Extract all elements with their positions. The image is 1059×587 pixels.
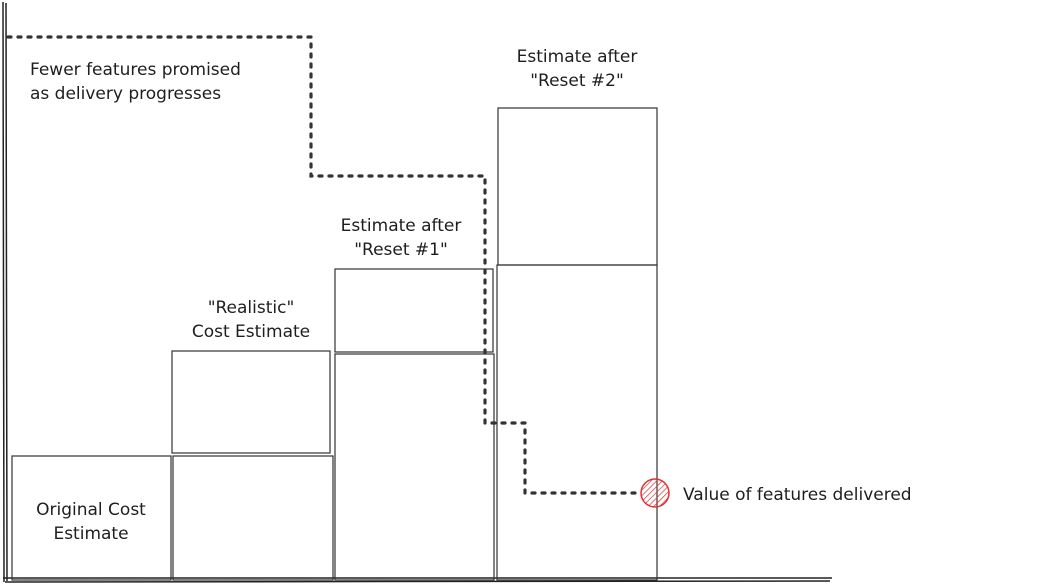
reset2-top-box xyxy=(497,107,658,266)
reset1-top-box xyxy=(334,268,494,353)
reset2-label-line1: Estimate after xyxy=(517,47,638,67)
value-label: Value of features delivered xyxy=(683,485,912,505)
realistic-base-box xyxy=(172,455,334,581)
original-label-line1: Original Cost xyxy=(36,500,146,520)
reset1-label-line2: "Reset #1" xyxy=(354,240,448,260)
value-marker xyxy=(640,478,670,508)
x-axis xyxy=(3,577,832,583)
y-axis xyxy=(2,1,8,583)
reset1-base-box xyxy=(334,353,495,581)
reset2-label-line2: "Reset #2" xyxy=(530,71,624,91)
original-label-line2: Estimate xyxy=(53,524,128,544)
top-note-line2: as delivery progresses xyxy=(30,84,221,104)
realistic-label-line2: Cost Estimate xyxy=(192,322,310,342)
features-promised-line xyxy=(6,35,638,495)
reset1-label-line1: Estimate after xyxy=(341,216,462,236)
realistic-label-line1: "Realistic" xyxy=(208,298,295,318)
top-note-line1: Fewer features promised xyxy=(30,60,241,80)
original-estimate-box xyxy=(11,455,172,581)
realistic-top-box xyxy=(171,350,331,454)
